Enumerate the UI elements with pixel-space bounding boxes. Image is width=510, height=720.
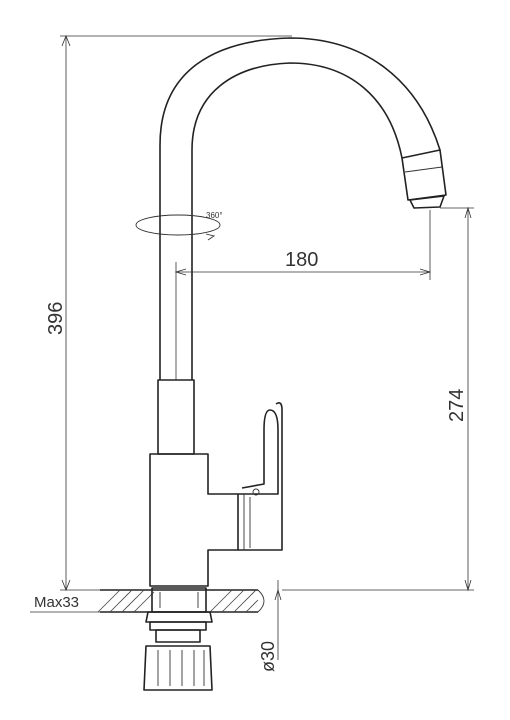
dim-label-spout-reach: 180: [285, 249, 318, 271]
dim-label-hole-diameter: ø30: [258, 641, 278, 672]
aerator: [401, 149, 447, 201]
rotation-symbol: 360°: [135, 211, 223, 241]
dim-label-total-height: 396: [45, 302, 67, 335]
hex-nut: [143, 645, 213, 691]
deck-hatch-right: [209, 589, 259, 613]
deck-mount: [97, 587, 265, 691]
lever-handle: [238, 402, 283, 551]
dimension-lines: [30, 34, 474, 660]
dim-label-max-deck: Max33: [34, 594, 79, 611]
dim-label-spout-height: 274: [446, 389, 468, 422]
rotation-label: 360°: [206, 211, 223, 220]
faucet-body: [149, 453, 239, 587]
spout-inner: [191, 62, 403, 380]
deck-hatch-left: [97, 589, 155, 613]
spout-collar: [157, 379, 195, 455]
spout-outer: [159, 37, 441, 380]
faucet-outline: [149, 37, 447, 587]
